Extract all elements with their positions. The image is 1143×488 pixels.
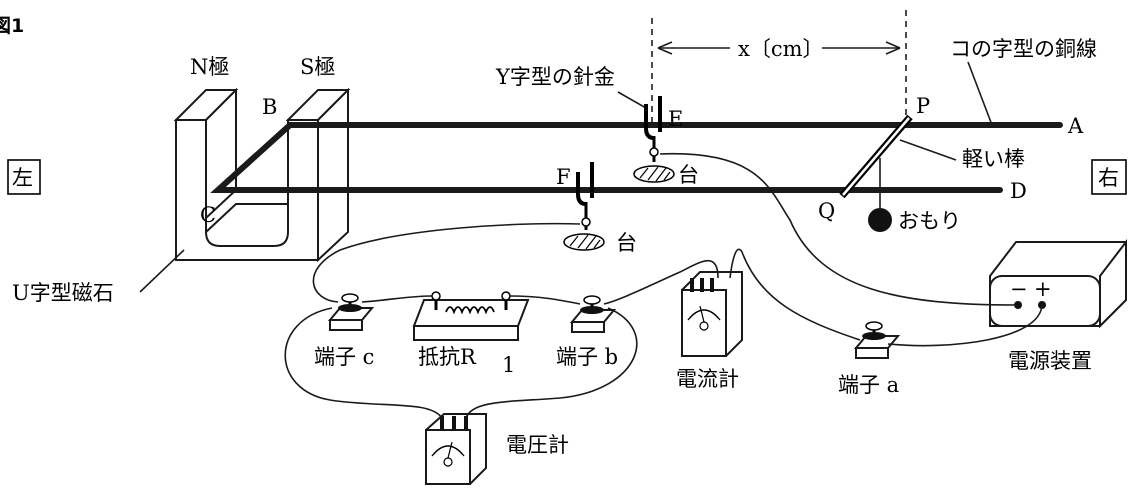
resistor-label: 抵抗R <box>418 345 477 369</box>
left-label: 左 <box>12 166 33 190</box>
stand-e-label: 台 <box>678 163 699 187</box>
resistor-r1 <box>412 291 530 341</box>
point-p-label: P <box>916 94 930 118</box>
distance-arrowhead-left <box>657 41 673 55</box>
north-pole-label: N極 <box>190 55 229 79</box>
terminal-c-label: 端子 c <box>314 345 374 369</box>
weight <box>868 208 892 232</box>
point-e-label: E <box>668 107 683 131</box>
copper-rails <box>210 122 1063 193</box>
right-box <box>1091 159 1127 195</box>
light-rod-leader <box>899 139 957 161</box>
terminal-c <box>327 293 375 331</box>
distance-arrowhead-right <box>885 41 901 55</box>
light-rod-label: 軽い棒 <box>962 147 1025 171</box>
power-supply-label: 電源装置 <box>1008 349 1092 373</box>
light-rod <box>839 114 913 199</box>
voltmeter <box>425 413 487 485</box>
y-wire-f <box>563 162 605 251</box>
terminal-b-label: 端子 b <box>556 345 618 369</box>
distance-label: x〔cm〕 <box>738 37 824 61</box>
point-q-label: Q <box>818 199 835 223</box>
ammeter-label: 電流計 <box>676 367 739 391</box>
south-pole-label: S極 <box>300 55 335 79</box>
y-wire-label: Y字型の針金 <box>495 65 615 89</box>
weight-label: おもり <box>898 209 961 233</box>
figure-label: 図1 <box>0 15 24 37</box>
point-b-label: B <box>262 95 277 119</box>
power-supply <box>989 239 1127 329</box>
point-a-label: A <box>1067 114 1084 138</box>
right-label: 右 <box>1098 166 1119 190</box>
power-plus-label: + <box>1034 277 1052 301</box>
y-wire-e <box>633 96 675 183</box>
power-minus-label: − <box>1010 277 1028 301</box>
ammeter <box>681 271 743 357</box>
voltmeter-label: 電圧計 <box>506 433 569 457</box>
magnet-leader-line <box>139 249 185 293</box>
point-c-label: C <box>200 203 216 227</box>
left-box <box>7 159 41 195</box>
point-f-label: F <box>556 165 571 189</box>
y-wire-leader <box>617 91 647 109</box>
magnet-label: U字型磁石 <box>12 281 114 305</box>
point-d-label: D <box>1010 179 1027 203</box>
resistor-subscript: 1 <box>502 353 515 377</box>
stand-f-label: 台 <box>616 231 637 255</box>
circuit-wires <box>284 152 1043 419</box>
copper-wire-label: コの字型の銅線 <box>950 37 1097 61</box>
copper-wire-leader <box>967 61 993 126</box>
terminal-b <box>569 295 617 333</box>
terminal-a-label: 端子 a <box>838 373 899 397</box>
terminal-a <box>853 321 901 359</box>
